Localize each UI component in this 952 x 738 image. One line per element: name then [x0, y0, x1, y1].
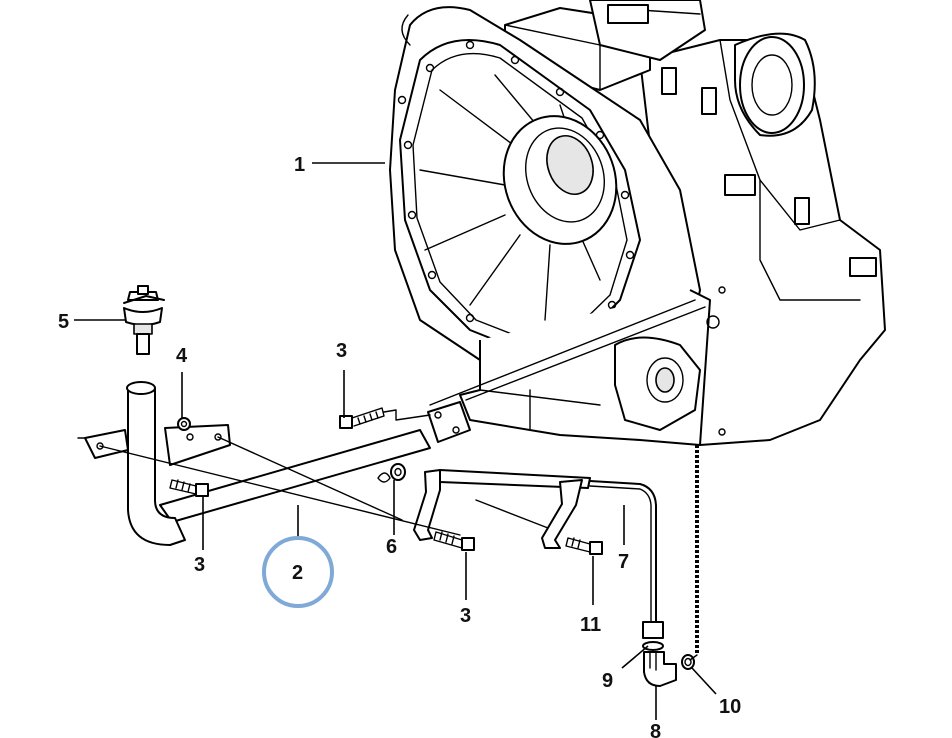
output-shaft-top	[734, 32, 816, 137]
elbow-fitting	[643, 651, 677, 687]
seal	[642, 641, 664, 651]
callout-3c: 3	[460, 605, 471, 627]
o-ring	[681, 654, 695, 670]
tube-bracket-upper	[164, 424, 231, 466]
callout-6: 6	[386, 536, 397, 558]
dipstick-tube	[126, 381, 471, 546]
callout-2: 2	[292, 562, 303, 584]
callout-labels: 1 2 3 3 3 4 5 6 7 8 9 10 11	[58, 154, 741, 738]
bolt-cable	[565, 537, 603, 555]
tube-bracket-left	[77, 429, 129, 459]
leader-lines	[74, 162, 717, 720]
bolt-upper	[339, 407, 385, 429]
transmission-housing	[389, 0, 886, 446]
nut	[177, 417, 191, 431]
callout-10: 10	[719, 696, 741, 718]
callout-11: 11	[580, 614, 601, 636]
cable-bracket	[413, 469, 591, 549]
highlight-circle	[262, 536, 334, 608]
callout-5: 5	[58, 311, 69, 333]
callout-3b: 3	[194, 554, 205, 576]
callout-3a: 3	[336, 340, 347, 362]
assembly-lines	[99, 299, 706, 661]
callout-1: 1	[294, 154, 305, 176]
pto-yoke	[614, 336, 701, 431]
callout-4: 4	[176, 345, 188, 367]
bolt-lower-center	[433, 531, 475, 551]
callout-8: 8	[650, 721, 661, 738]
callout-7: 7	[618, 551, 629, 573]
cable	[589, 480, 664, 639]
callout-9: 9	[602, 670, 613, 692]
dipstick-cap	[123, 285, 165, 355]
bolt-lower-left	[169, 479, 209, 497]
spacer	[377, 463, 406, 483]
